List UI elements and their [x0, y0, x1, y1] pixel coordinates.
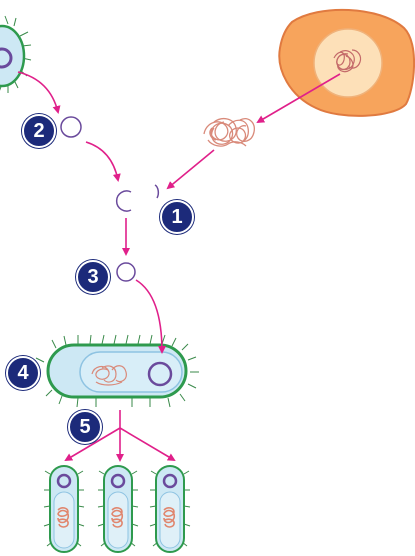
- arrow-nucleus-to-dna: [256, 73, 341, 124]
- human-cell-icon: [278, 8, 415, 117]
- step-4-badge: 4: [6, 356, 40, 390]
- recombinant-plasmid-icon: [116, 262, 136, 282]
- arrow-to-daughter-right: [119, 427, 176, 462]
- step-2-badge: 2: [22, 114, 56, 148]
- human-dna-coil-icon: [203, 117, 255, 147]
- arrow-recombinant-to-bacterium: [135, 279, 166, 354]
- step-5-badge: 5: [68, 410, 102, 444]
- cut-plasmid-icon: [115, 184, 160, 212]
- transformed-bacterium-icon: [35, 334, 199, 408]
- arrow-bacterium-to-plasmid: [17, 71, 61, 114]
- arrow-dna-to-cut: [166, 149, 215, 190]
- plasmid-icon: [60, 116, 82, 138]
- process-arrows: [17, 71, 341, 462]
- daughter-bacterium-icon: [43, 465, 85, 553]
- daughter-bacterium-icon: [149, 465, 191, 553]
- step-3-badge: 3: [76, 260, 110, 294]
- step-1-badge: 1: [160, 200, 194, 234]
- arrow-to-daughter-left: [64, 427, 121, 462]
- arrow-plasmid-to-cut: [85, 141, 121, 182]
- source-bacterium-icon: [0, 15, 32, 93]
- daughter-bacterium-icon: [97, 465, 139, 553]
- nucleus-dna-icon: [333, 49, 362, 73]
